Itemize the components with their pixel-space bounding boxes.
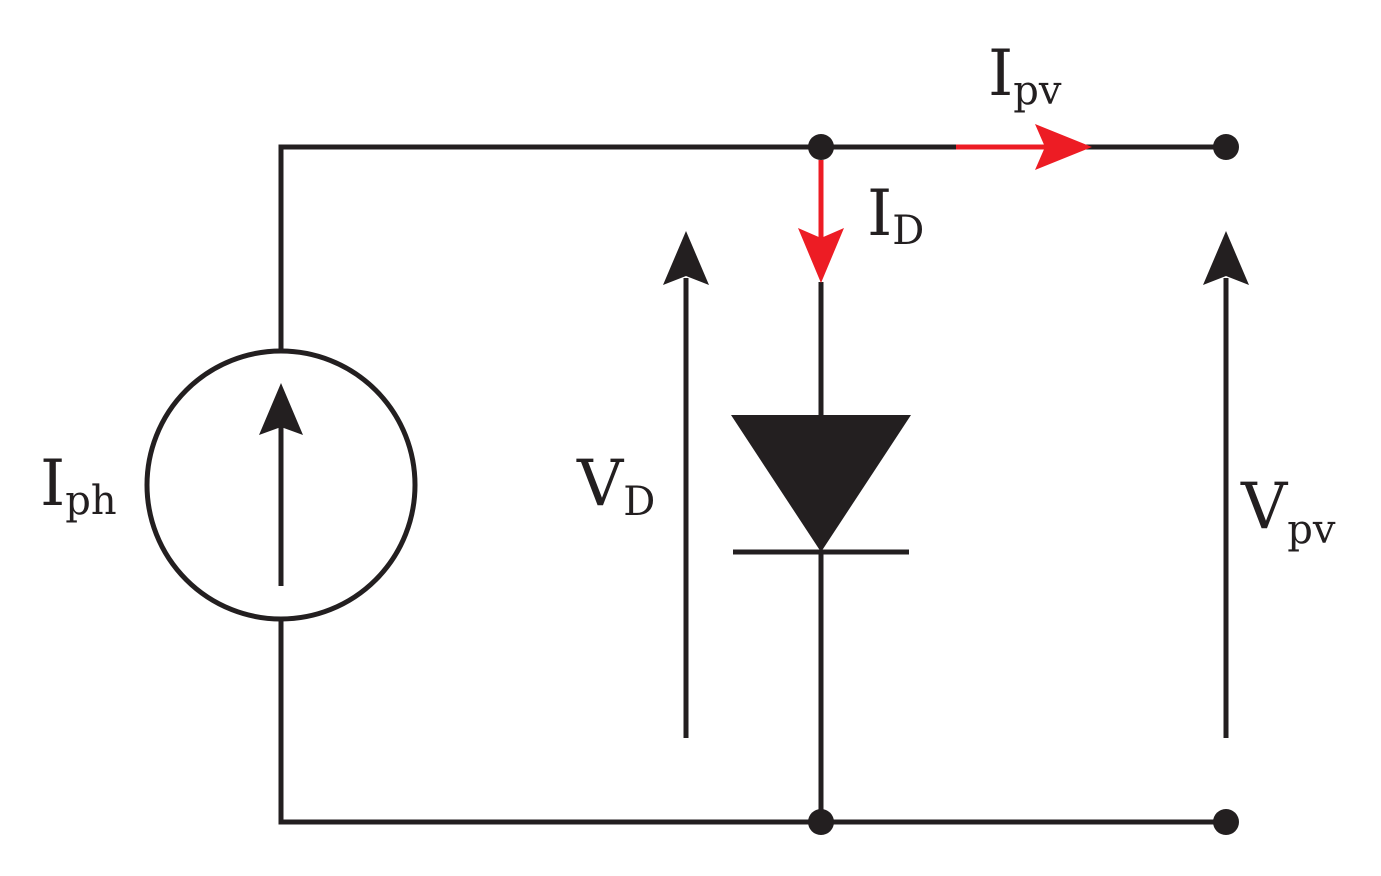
bottom-junction-node (808, 809, 834, 835)
label-vd: VD (576, 447, 655, 525)
current-source-arrowhead (259, 383, 303, 435)
id-arrowhead (798, 228, 844, 283)
label-id: ID (867, 177, 924, 254)
label-vpv: Vpv (1240, 470, 1336, 553)
top-junction-node (808, 134, 834, 160)
label-ipv: Ipv (988, 37, 1062, 114)
top-terminal-node (1213, 134, 1239, 160)
current-source-circle (144, 348, 418, 622)
label-iph: Iph (40, 447, 117, 524)
left-top-wire (278, 144, 821, 352)
vpv-arrowhead (1203, 231, 1249, 285)
vd-arrowhead (663, 231, 709, 285)
ipv-arrowhead (1035, 124, 1092, 170)
bottom-terminal-node (1213, 809, 1239, 835)
diode-triangle (731, 415, 911, 552)
left-bottom-wire (278, 618, 1226, 825)
